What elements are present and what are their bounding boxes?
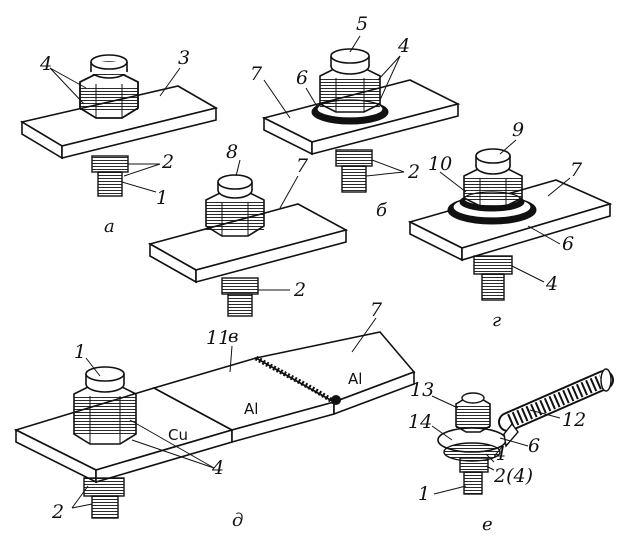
callout-2-a: 2	[161, 151, 174, 173]
callout-2-4-e: 2(4)	[493, 465, 533, 487]
subfigure-e: 13 14 6 12 4 2(4) 1 е	[408, 368, 614, 535]
sublabel-b: б	[376, 200, 388, 221]
subfigure-a: 4 3 2 1 а	[19, 47, 219, 237]
sublabel-d: д	[232, 510, 243, 531]
callout-10-g: 10	[428, 153, 452, 175]
callout-7-b: 7	[250, 63, 263, 85]
callout-5-b: 5	[356, 13, 368, 35]
callout-4-e: 4	[493, 443, 506, 465]
sublabel-g: г	[492, 310, 501, 331]
material-al-right: Al	[348, 370, 362, 388]
callout-11-d: 11	[206, 327, 230, 349]
callout-7-d: 7	[370, 299, 383, 321]
callout-8-v: 8	[226, 141, 238, 163]
subfigure-v: 8 7 2 в	[147, 141, 349, 347]
callout-6-b: 6	[296, 67, 308, 89]
callout-14-e: 14	[408, 411, 432, 433]
callout-2-d: 2	[51, 501, 64, 523]
material-al-mid: Al	[244, 400, 258, 418]
subfigure-g: 9 10 7 6 4 г	[407, 119, 613, 331]
callout-4-g: 4	[545, 273, 558, 295]
callout-7-g: 7	[570, 159, 583, 181]
subfigure-b: 5 4 7 6 2 б	[250, 13, 461, 221]
callout-1-a: 1	[156, 187, 168, 209]
callout-12-e: 12	[562, 409, 586, 431]
callout-1-d: 1	[74, 341, 86, 363]
callout-4-d: 4	[211, 457, 224, 479]
callout-2-b: 2	[407, 161, 420, 183]
sublabel-v: в	[228, 326, 238, 347]
sublabel-e: е	[482, 514, 493, 535]
callout-1-e: 1	[418, 483, 430, 505]
callout-6-e: 6	[528, 435, 540, 457]
callout-7-v: 7	[296, 155, 309, 177]
subfigure-d: Cu Al Al 1 11 7 4 2 д	[13, 299, 416, 531]
callout-3-a: 3	[178, 47, 190, 69]
callout-2-v: 2	[293, 279, 306, 301]
callout-9-g: 9	[512, 119, 524, 141]
material-cu: Cu	[168, 426, 188, 444]
callout-13-e: 13	[410, 379, 434, 401]
callout-4-b: 4	[397, 35, 410, 57]
callout-6-g: 6	[562, 233, 574, 255]
callout-4-a: 4	[39, 53, 52, 75]
sublabel-a: а	[104, 216, 115, 237]
